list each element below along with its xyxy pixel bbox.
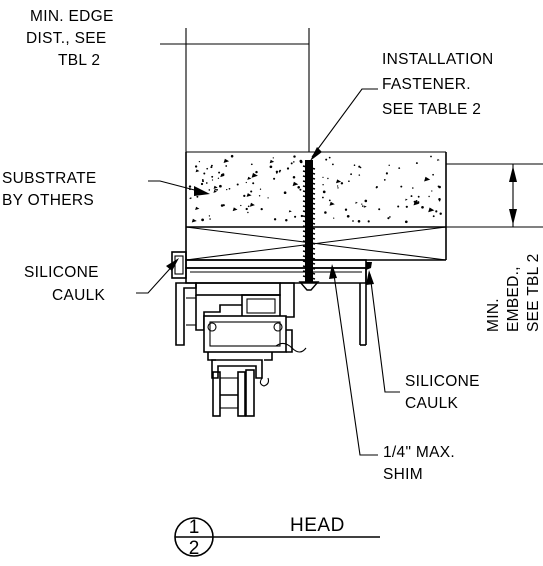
label-min-edge-1: MIN. EDGE: [30, 8, 114, 25]
window-frame-profile: [171, 251, 367, 417]
label-min-embed-2: EMBED.,: [505, 266, 522, 332]
label-substrate-1: SUBSTRATE: [2, 170, 97, 187]
leaders: [136, 88, 400, 456]
label-shim-1: 1/4" MAX.: [383, 444, 455, 461]
right-caulk-bead: [366, 262, 372, 270]
label-min-edge-3: TBL 2: [58, 52, 100, 69]
edge-distance-dimension: [160, 28, 310, 152]
label-fastener-1: INSTALLATION: [382, 51, 494, 68]
installation-fastener: [298, 160, 320, 291]
concrete-stipple: [188, 154, 442, 224]
label-fastener-3: SEE TABLE 2: [382, 101, 481, 118]
label-caulk-right-1: SILICONE: [405, 373, 480, 390]
label-shim-2: SHIM: [383, 466, 423, 483]
label-min-embed-3: SEE TBL 2: [525, 253, 542, 332]
embed-dimension: [446, 163, 543, 228]
label-fastener-2: FASTENER.: [382, 76, 471, 93]
detail-number: 1: [189, 517, 200, 538]
detail-callout: 1 2 HEAD: [174, 515, 380, 559]
label-caulk-right-2: CAULK: [405, 395, 459, 412]
label-caulk-left-2: CAULK: [52, 287, 106, 304]
detail-title: HEAD: [290, 515, 345, 536]
label-min-edge-2: DIST., SEE: [26, 30, 107, 47]
label-substrate-2: BY OTHERS: [2, 192, 94, 209]
fastener-threads: [302, 160, 316, 282]
label-caulk-left-1: SILICONE: [24, 264, 99, 281]
label-min-embed-1: MIN.: [485, 298, 502, 332]
label-min-embed: MIN. EMBED., SEE TBL 2: [485, 253, 542, 332]
wood-buck: [185, 226, 447, 261]
shim: [185, 259, 367, 269]
detail-sheet: 2: [189, 538, 200, 559]
